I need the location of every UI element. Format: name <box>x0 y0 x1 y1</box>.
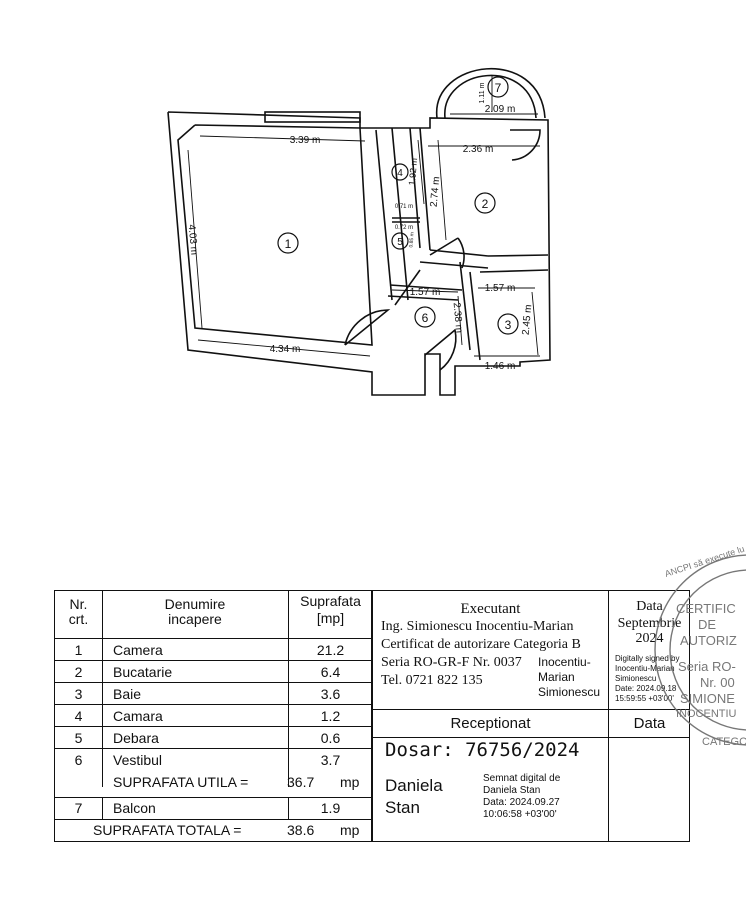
executant-line4: Tel. 0721 822 135 <box>381 673 483 688</box>
room-marker-1 <box>277 232 299 254</box>
executant-data-value: Septembrie 2024 <box>617 616 682 646</box>
row-nr: 1 <box>74 642 83 658</box>
executant-line3: Seria RO-GR-F Nr. 0037 <box>381 655 522 670</box>
executant-data-title: Data <box>636 599 663 614</box>
dim-label: 1.11 m <box>479 82 486 103</box>
dim-label: 2.36 m <box>463 144 494 155</box>
receptionat-name: Daniela Stan <box>385 776 443 817</box>
room-no: 5 <box>397 237 403 248</box>
room-no: 7 <box>495 81 502 95</box>
row-name: Bucatarie <box>113 664 173 680</box>
dim-label: 3.39 m <box>290 135 321 146</box>
row-area: 1.2 <box>320 708 341 724</box>
row-name: Camera <box>113 642 163 658</box>
svg-text:Seria RO-: Seria RO- <box>678 659 736 674</box>
receptionat-data-title: Data <box>633 715 666 732</box>
executant-line1: Ing. Simionescu Inocentiu-Marian <box>381 619 574 634</box>
certificate-stamp: CERTIFIC DE AUTORIZ Seria RO- Nr. 00 SIM… <box>654 545 746 748</box>
totala-unit: mp <box>340 822 360 838</box>
receptionat-digital-signature: Semnat digital de Daniela Stan Data: 202… <box>483 773 561 820</box>
svg-text:CATEGO: CATEGO <box>702 736 746 748</box>
utila-label: SUPRAFATA UTILA = <box>113 774 249 790</box>
totala-label: SUPRAFATA TOTALA = <box>93 822 242 838</box>
dim-label: 2.45 m <box>521 304 535 335</box>
room-marker-2 <box>474 192 496 214</box>
executant-digital-signature: Digitally signed by Inocentiu-Marian Sim… <box>615 654 680 703</box>
dim-label: 1.92 m <box>407 158 419 186</box>
row-area: 6.4 <box>320 664 341 680</box>
room-marker-4 <box>391 163 409 181</box>
dim-label: 4.03 m <box>186 224 200 255</box>
dim-label: 2.38 m <box>451 302 465 333</box>
dim-label: 2.74 m <box>429 176 443 207</box>
room-no: 6 <box>422 311 429 325</box>
signature-table: Executant Ing. Simionescu Inocentiu-Mari… <box>372 590 690 842</box>
col-header-nr: Nr. crt. <box>68 596 89 627</box>
svg-text:SIMIONE: SIMIONE <box>680 691 735 706</box>
balcon-name: Balcon <box>113 800 156 816</box>
row-name: Baie <box>113 686 142 702</box>
row-name: Vestibul <box>113 752 163 768</box>
dim-label: 1.57 m <box>485 283 516 294</box>
plan-walls <box>167 68 551 396</box>
row-name: Camara <box>113 708 163 724</box>
room-no: 4 <box>397 168 403 179</box>
row-area: 3.7 <box>320 752 341 768</box>
area-table: Nr. crt. Denumire incapere Suprafata [mp… <box>54 590 372 842</box>
svg-text:DE: DE <box>698 617 716 632</box>
executant-title: Executant <box>460 601 521 617</box>
executant-line2: Certificat de autorizare Categoria B <box>381 637 581 652</box>
dosar-number: Dosar: 76756/2024 <box>385 739 580 761</box>
floor-plan: 1 2 3 4 5 6 7 3.39 m 4.03 m 4.34 m 2.36 … <box>167 68 551 396</box>
svg-text:ANCPI să execute lu: ANCPI să execute lu <box>664 545 746 579</box>
window <box>264 111 361 123</box>
room-no: 2 <box>482 197 489 211</box>
receptionat-title: Receptionat <box>450 715 531 732</box>
row-name: Debara <box>113 730 159 746</box>
room-marker-3 <box>497 313 519 335</box>
executant-signature-name: Inocentiu- Marian Simionescu <box>538 655 601 699</box>
dim-label: 1.46 m <box>485 361 516 372</box>
room-no: 3 <box>505 318 512 332</box>
utila-unit: mp <box>340 774 360 790</box>
dim-label: 0.72 m <box>395 225 413 231</box>
row-nr: 6 <box>74 752 83 768</box>
svg-text:AUTORIZ: AUTORIZ <box>680 633 737 648</box>
utila-value: 36.7 <box>287 774 315 790</box>
room-no: 1 <box>285 237 292 251</box>
row-nr: 2 <box>74 664 83 680</box>
balcon-area: 1.9 <box>320 800 341 816</box>
room-marker-7 <box>487 76 509 98</box>
svg-text:CERTIFIC: CERTIFIC <box>676 601 736 616</box>
totala-value: 38.6 <box>287 822 315 838</box>
dimension-lines <box>187 75 540 357</box>
row-area: 0.6 <box>320 730 341 746</box>
dim-label: 0.85 m <box>408 232 415 248</box>
balcon-nr: 7 <box>74 800 83 816</box>
row-nr: 5 <box>74 730 83 746</box>
row-nr: 3 <box>74 686 83 702</box>
dim-label: 4.34 m <box>270 344 301 355</box>
dim-label: 2.09 m <box>485 104 516 115</box>
svg-text:INOCENTIU: INOCENTIU <box>676 708 737 720</box>
svg-text:Nr. 00: Nr. 00 <box>700 675 735 690</box>
col-header-area: Suprafata [mp] <box>300 593 361 626</box>
row-area: 21.2 <box>316 642 345 658</box>
row-area: 3.6 <box>320 686 341 702</box>
dim-label: 1.57 m <box>410 287 441 298</box>
room-marker-5 <box>391 232 409 250</box>
dim-label: 0.71 m <box>395 204 413 210</box>
row-nr: 4 <box>74 708 83 724</box>
room-marker-6 <box>414 306 436 328</box>
col-header-name: Denumire incapere <box>164 596 226 627</box>
